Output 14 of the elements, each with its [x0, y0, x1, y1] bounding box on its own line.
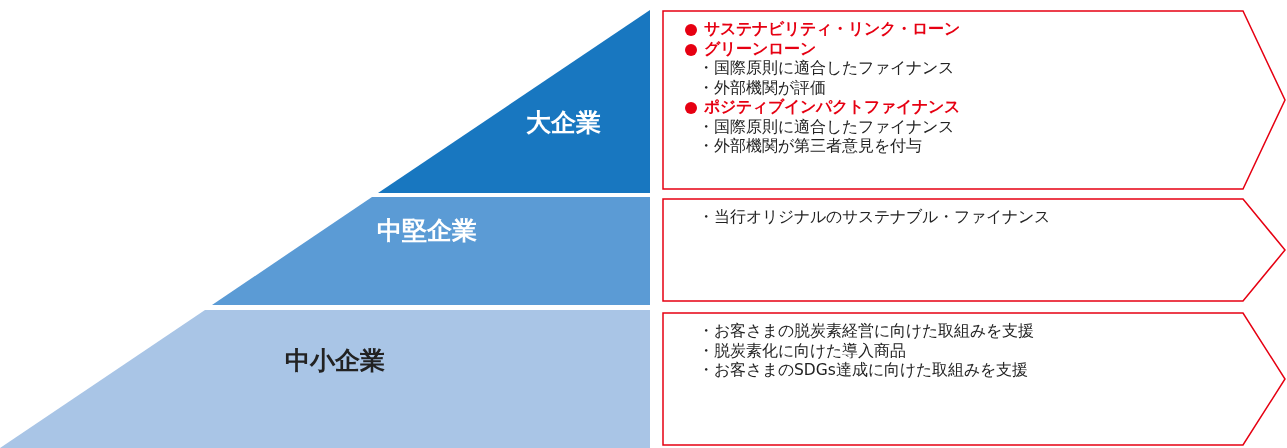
bullet-item: ・お客さまのSDGs達成に向けた取組みを支援 — [697, 361, 1029, 381]
heading-text: サステナビリティ・リンク・ローン — [684, 20, 960, 40]
tier-label: 中小企業 — [285, 344, 385, 377]
heading-text: グリーンローン — [684, 39, 960, 59]
heading-text: ポジティブインパクトファイナンス — [684, 98, 960, 118]
bullet-item: ・お客さまの脱炭素経営に向けた取組みを支援 — [697, 322, 1034, 342]
bullet-item: ・国際原則に適合したファイナンス — [697, 117, 955, 137]
bullet-item: ・国際原則に適合したファイナンス — [697, 59, 955, 79]
bullet-item: ・外部機関が評価 — [697, 78, 827, 98]
bullet-item: ・外部機関が第三者意見を付与 — [697, 137, 923, 157]
bullet-item: ・脱炭素化に向けた導入商品 — [697, 341, 907, 361]
tier-label: 大企業 — [525, 106, 601, 139]
tier-label: 中堅企業 — [377, 214, 477, 247]
bullet-item: ・当行オリジナルのサステナブル・ファイナンス — [697, 208, 1050, 228]
